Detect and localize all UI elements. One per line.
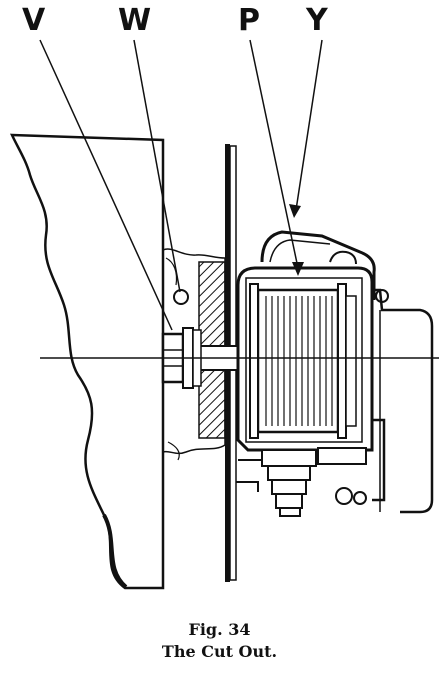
leader-w (133, 39, 181, 293)
engine-casing (10, 133, 165, 590)
label-v: V (22, 3, 46, 38)
coil-p (256, 288, 340, 434)
spring-y (260, 230, 376, 300)
bottom-terminal (261, 449, 317, 467)
right-housing (372, 288, 434, 514)
leader-p (249, 39, 299, 269)
label-p: P (238, 3, 260, 38)
figure-number: Fig. 34 (188, 620, 251, 639)
label-y: Y (306, 3, 328, 38)
figure-title: The Cut Out. (161, 642, 278, 661)
screw-w (173, 289, 189, 305)
leader-y (295, 39, 323, 211)
label-w: W (118, 3, 152, 38)
leader-v (39, 39, 173, 331)
terminal-bracket (372, 418, 386, 502)
